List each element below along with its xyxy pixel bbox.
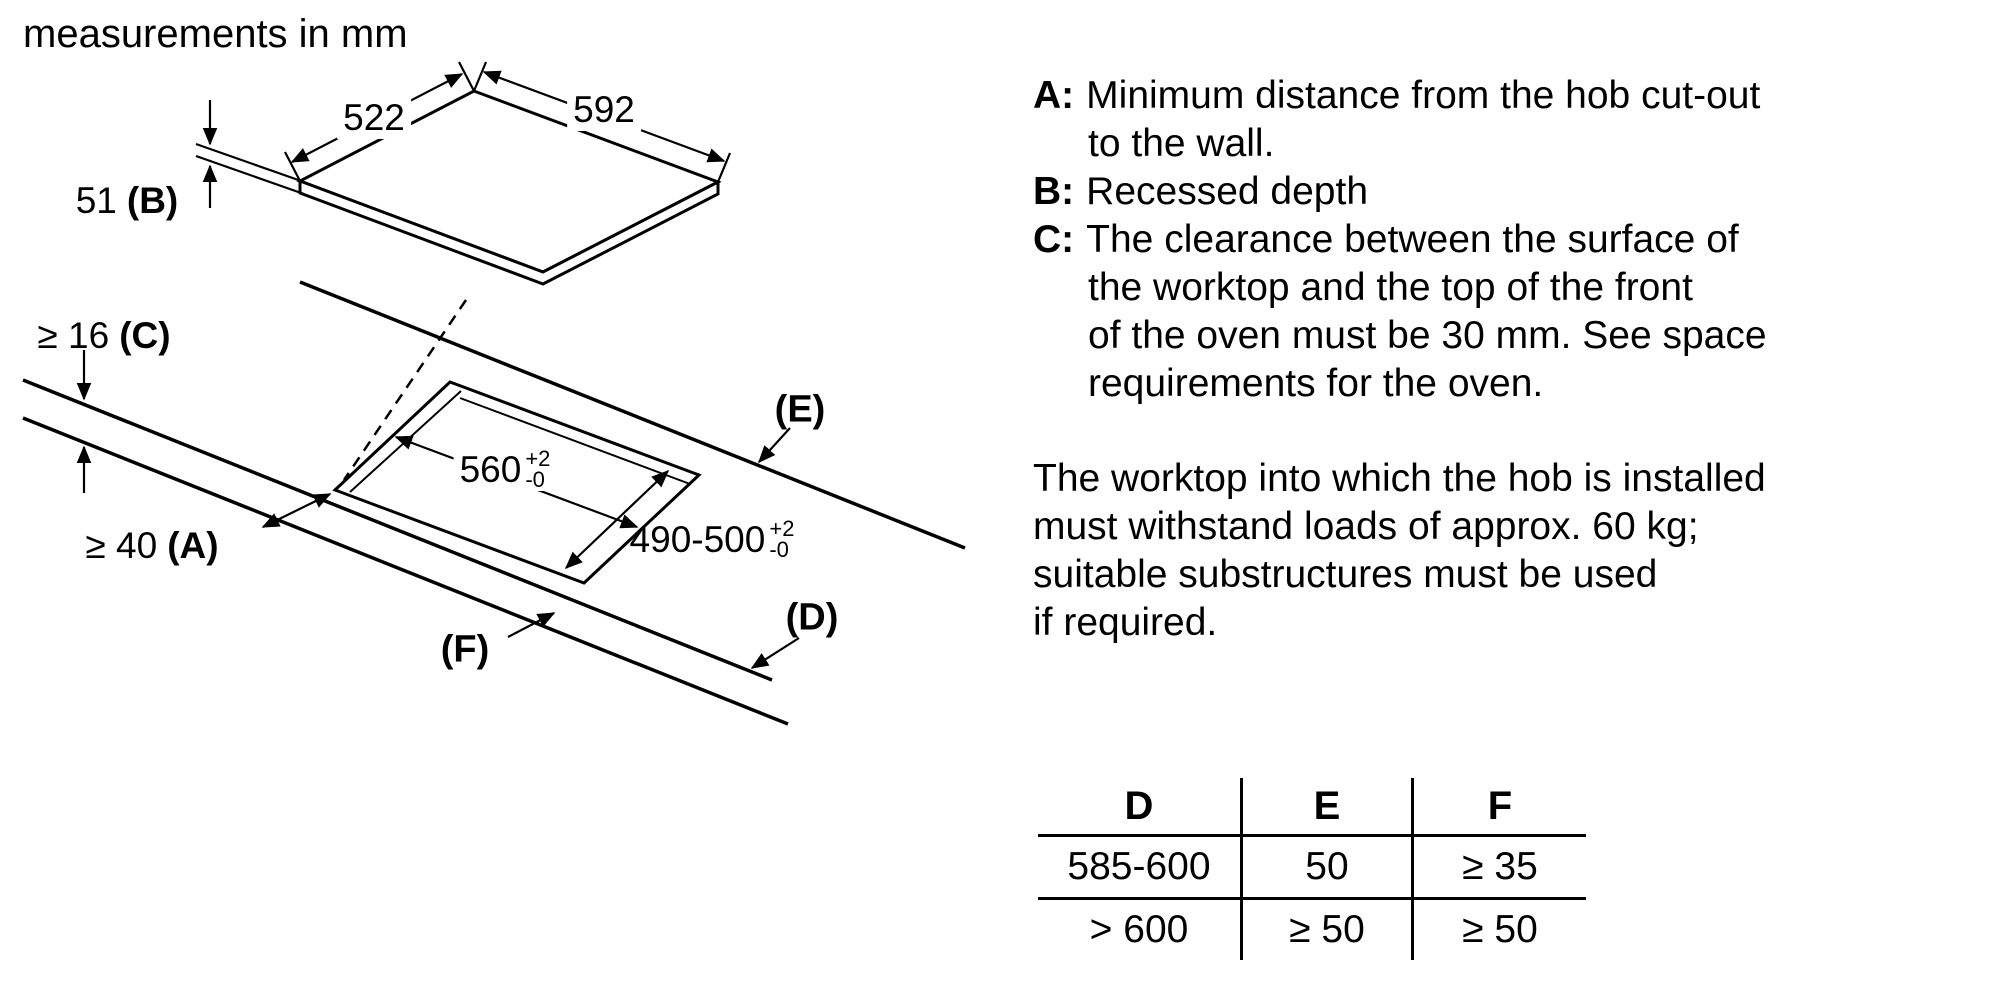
ext-line: [195, 154, 305, 196]
dim-label-592: 592: [567, 89, 641, 131]
legend-key: B: [1033, 170, 1062, 213]
worktop-note-paragraph: The worktop into which the hob is instal…: [1033, 455, 1766, 647]
paragraph-line: suitable substructures must be used: [1033, 553, 1658, 596]
paragraph-line: must withstand loads of approx. 60 kg;: [1033, 505, 1699, 548]
legend-colon: :: [1061, 170, 1075, 213]
label-f: (F): [440, 628, 490, 671]
legend-text: requirements for the oven.: [1088, 362, 1544, 405]
table-header-row: D E F: [1038, 778, 1586, 837]
paragraph-line: The worktop into which the hob is instal…: [1033, 457, 1766, 500]
legend-item-b: B: Recessed depth: [1033, 168, 1767, 216]
table-cell: ≥ 50: [1241, 897, 1414, 960]
legend-item-a: A:Minimum distance from the hob cut-out …: [1033, 72, 1767, 168]
legend-text: to the wall.: [1088, 122, 1275, 165]
table-cell: 50: [1241, 835, 1414, 899]
installation-diagram: [22, 61, 966, 726]
legend-text: The clearance between the surface of: [1086, 218, 1739, 261]
legend-key: C: [1033, 218, 1062, 261]
dim-label-490-500: 490-500 +2 -0: [629, 516, 795, 562]
ext-line: [284, 151, 301, 182]
dim-label-c: ≥ 16(C): [37, 315, 171, 356]
label-e: (E): [774, 388, 826, 431]
legend: A:Minimum distance from the hob cut-out …: [1033, 72, 1767, 408]
legend-key: A: [1033, 74, 1062, 117]
def-dimension-table: D E F 585-600 50 ≥ 35 > 600 ≥ 50 ≥ 50: [1038, 778, 1586, 960]
dim-label-a: ≥ 40(A): [85, 525, 219, 566]
dim-arrow-490: [564, 469, 670, 570]
tolerance-stack: +2 -0: [769, 516, 795, 562]
alignment-dashed-line: [342, 299, 468, 481]
ext-line: [458, 61, 475, 92]
ext-line: [472, 61, 488, 92]
ext-line: [195, 142, 305, 184]
table-header-f: F: [1412, 778, 1586, 837]
dim-label-522: 522: [337, 97, 411, 139]
table-header-e: E: [1241, 778, 1414, 837]
table-cell: > 600: [1038, 897, 1243, 960]
measurements-note: measurements in mm: [23, 12, 408, 56]
ext-line: [716, 152, 732, 183]
table-cell: 585-600: [1038, 835, 1243, 899]
legend-text: Recessed depth: [1086, 170, 1369, 213]
legend-item-c: C: The clearance between the surface of t…: [1033, 216, 1767, 408]
legend-colon: :: [1061, 218, 1075, 261]
pointer-arrow-e: [758, 427, 791, 464]
pointer-arrow-f: [507, 612, 556, 638]
dim-label-b: 51(B): [75, 180, 179, 221]
pointer-arrow-d: [750, 637, 800, 669]
legend-colon: :: [1061, 74, 1075, 117]
table-cell: ≥ 35: [1462, 845, 1538, 888]
table-row: > 600 ≥ 50 ≥ 50: [1038, 897, 1586, 960]
legend-text: the worktop and the top of the front: [1088, 266, 1693, 309]
table-row: 585-600 50 ≥ 35: [1038, 835, 1586, 899]
paragraph-line: if required.: [1033, 601, 1218, 644]
worktop-rear-edge-line: [299, 280, 966, 550]
legend-text: Minimum distance from the hob cut-out: [1086, 74, 1761, 117]
table-cell: ≥ 50: [1412, 897, 1586, 960]
worktop-front-top-line: [22, 378, 773, 682]
label-d: (D): [785, 596, 839, 639]
worktop-front-bottom-line: [22, 416, 789, 726]
dim-arrow-a: [261, 493, 332, 528]
dim-label-560: 560 +2 -0: [453, 446, 557, 492]
legend-text: of the oven must be 30 mm. See space: [1088, 314, 1767, 357]
table-header-d: D: [1038, 778, 1243, 837]
tolerance-stack: +2 -0: [525, 446, 551, 492]
